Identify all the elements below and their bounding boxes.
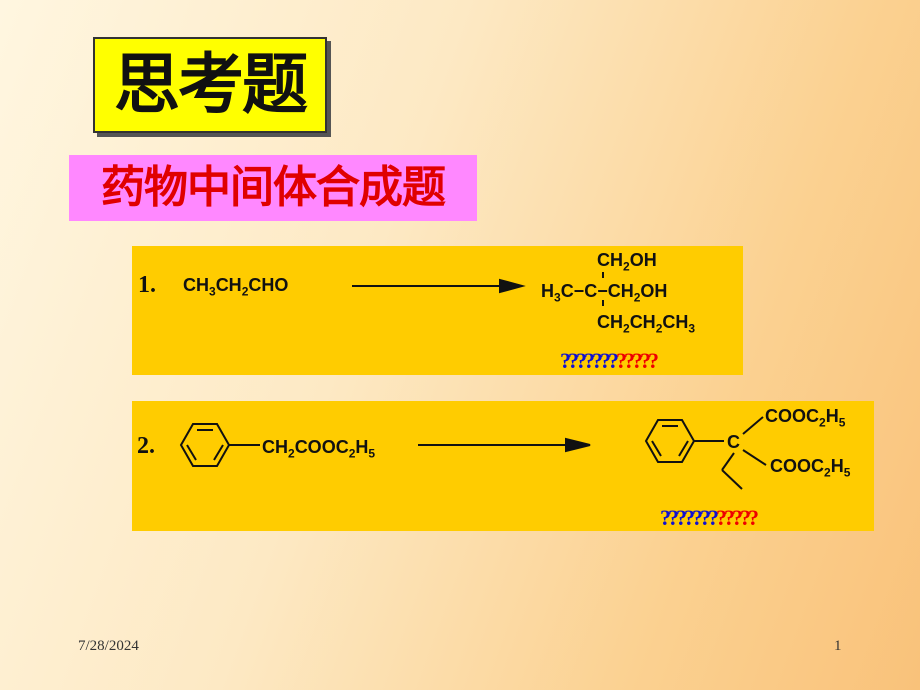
- slide-subtitle: 药物中间体合成题: [69, 155, 477, 221]
- product-1-middle: H3C−C−CH2OH: [541, 281, 668, 305]
- answer-blue: ???????: [560, 348, 619, 373]
- product-2-center: C: [727, 432, 740, 452]
- problem-2-reactant: CH2COOC2H5: [262, 437, 376, 461]
- benzene-ring-1: [179, 423, 260, 467]
- problem-1-box: [132, 246, 743, 375]
- product-2-lower: COOC2H5: [770, 456, 851, 480]
- product-1-bottom: CH2CH2CH3: [597, 312, 696, 336]
- slide-title: 思考题: [93, 37, 327, 133]
- problem-2-box: [132, 401, 874, 531]
- reaction-arrow-1: [352, 278, 526, 294]
- product-2-upper: COOC2H5: [765, 406, 846, 430]
- benzene-ring-2: [644, 416, 767, 490]
- problem-1-answer: ????????????: [560, 348, 659, 374]
- answer-red: ?????: [616, 348, 659, 373]
- answer-blue: ???????: [660, 505, 719, 530]
- reaction-arrow-2: [418, 437, 591, 453]
- footer-page-number: 1: [834, 638, 842, 654]
- problem-2-answer: ????????????: [660, 505, 759, 531]
- answer-red: ?????: [716, 505, 759, 530]
- footer-date: 7/28/2024: [78, 638, 139, 654]
- problem-1-number: 1.: [138, 272, 156, 298]
- problem-2-number: 2.: [137, 433, 155, 459]
- problem-1-reactant: CH3CH2CHO: [183, 275, 289, 299]
- product-1-top: CH2OH: [597, 250, 657, 274]
